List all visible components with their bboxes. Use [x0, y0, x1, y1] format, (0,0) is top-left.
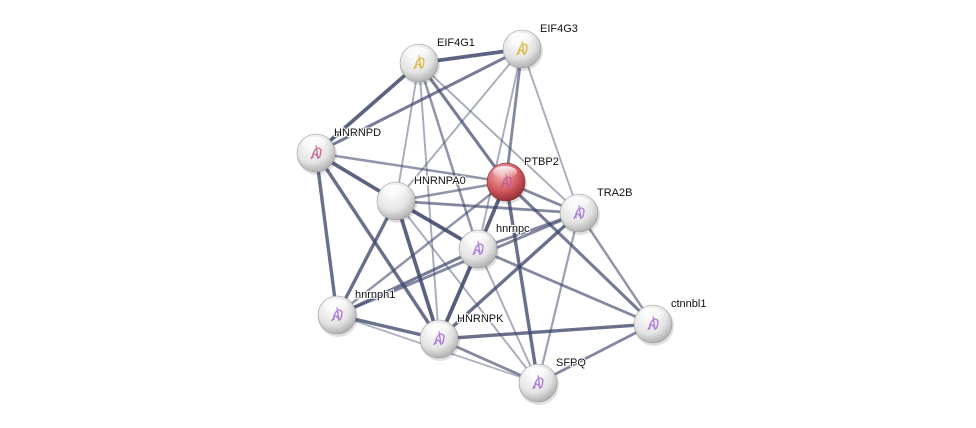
- edge-HNRNPK-ctnnbl1[interactable]: [438, 322, 654, 341]
- node-EIF4G1[interactable]: EIF4G1: [399, 36, 476, 85]
- edge-HNRNPA0-SFPQ[interactable]: [395, 200, 539, 384]
- node-label: TRA2B: [597, 187, 632, 199]
- edge-TRA2B-ctnnbl1[interactable]: [577, 212, 655, 325]
- edge-HNRNPA0-TRA2B[interactable]: [395, 199, 580, 215]
- node-label: EIF4G3: [540, 23, 578, 35]
- edge-TRA2B-HNRNPK[interactable]: [437, 211, 581, 341]
- edge-ctnnbl1-SFPQ[interactable]: [537, 322, 654, 385]
- node-label: hnrnph1: [355, 289, 395, 301]
- node-HNRNPD[interactable]: HNRNPD: [296, 126, 382, 175]
- edge-HNRNPD-PTBP2[interactable]: [315, 151, 507, 184]
- edge-PTBP2-ctnnbl1[interactable]: [504, 180, 655, 326]
- node-ctnnbl1[interactable]: ctnnbl1: [633, 297, 707, 346]
- node-highlight: [383, 185, 407, 197]
- edge-TRA2B-hnrnph1[interactable]: [336, 211, 580, 317]
- node-hnrnpc[interactable]: hnrnpc: [458, 222, 531, 271]
- edge-EIF4G3-PTBP2[interactable]: [504, 48, 524, 183]
- edge-EIF4G3-TRA2B[interactable]: [521, 48, 580, 214]
- edge-layer: [314, 47, 655, 385]
- node-label: SFPQ: [556, 357, 586, 369]
- node-highlight: [509, 33, 533, 45]
- node-highlight: [640, 308, 664, 320]
- node-hnrnph1[interactable]: hnrnph1: [317, 288, 396, 337]
- node-highlight: [465, 233, 489, 245]
- edge-PTBP2-SFPQ[interactable]: [504, 181, 540, 384]
- node-HNRNPA0[interactable]: HNRNPA0: [376, 174, 467, 223]
- edge-EIF4G3-HNRNPA0[interactable]: [395, 48, 523, 202]
- node-label: EIF4G1: [437, 37, 475, 49]
- node-SFPQ[interactable]: SFPQ: [518, 356, 587, 405]
- node-label: ctnnbl1: [671, 298, 706, 310]
- node-label: HNRNPA0: [414, 175, 466, 187]
- edge-HNRNPD-HNRNPK[interactable]: [314, 152, 441, 340]
- edge-EIF4G1-TRA2B[interactable]: [418, 62, 580, 214]
- node-TRA2B[interactable]: TRA2B: [559, 186, 633, 235]
- edge-EIF4G1-HNRNPK[interactable]: [418, 62, 440, 340]
- node-highlight: [493, 166, 517, 178]
- edge-TRA2B-SFPQ[interactable]: [536, 212, 581, 384]
- edge-hnrnpc-SFPQ[interactable]: [477, 248, 539, 384]
- node-highlight: [525, 367, 549, 379]
- edge-HNRNPD-hnrnph1[interactable]: [314, 152, 339, 316]
- edge-EIF4G1-HNRNPA0[interactable]: [395, 62, 420, 202]
- edge-hnrnpc-ctnnbl1[interactable]: [477, 247, 654, 326]
- edge-EIF4G3-hnrnpc[interactable]: [477, 48, 523, 250]
- node-PTBP2[interactable]: PTBP2: [486, 155, 560, 204]
- node-label: HNRNPD: [334, 127, 381, 139]
- edge-hnrnpc-hnrnph1[interactable]: [336, 247, 479, 317]
- node-highlight: [566, 197, 590, 209]
- edge-EIF4G3-HNRNPD[interactable]: [315, 47, 523, 155]
- edge-PTBP2-hnrnph1[interactable]: [336, 181, 507, 316]
- edge-EIF4G1-PTBP2[interactable]: [417, 62, 508, 183]
- node-highlight: [324, 299, 348, 311]
- node-label: hnrnpc: [496, 223, 530, 235]
- edge-EIF4G1-hnrnpc[interactable]: [417, 62, 480, 250]
- edge-HNRNPA0-HNRNPK[interactable]: [394, 200, 441, 340]
- node-highlight: [426, 323, 450, 335]
- node-highlight: [406, 47, 430, 59]
- edge-HNRNPA0-hnrnph1[interactable]: [335, 200, 398, 316]
- node-label: HNRNPK: [457, 313, 504, 325]
- node-EIF4G3[interactable]: EIF4G3: [502, 22, 579, 71]
- node-highlight: [303, 137, 327, 149]
- edge-EIF4G1-HNRNPD[interactable]: [314, 61, 421, 155]
- node-HNRNPK[interactable]: HNRNPK: [419, 312, 505, 361]
- node-label: PTBP2: [524, 156, 559, 168]
